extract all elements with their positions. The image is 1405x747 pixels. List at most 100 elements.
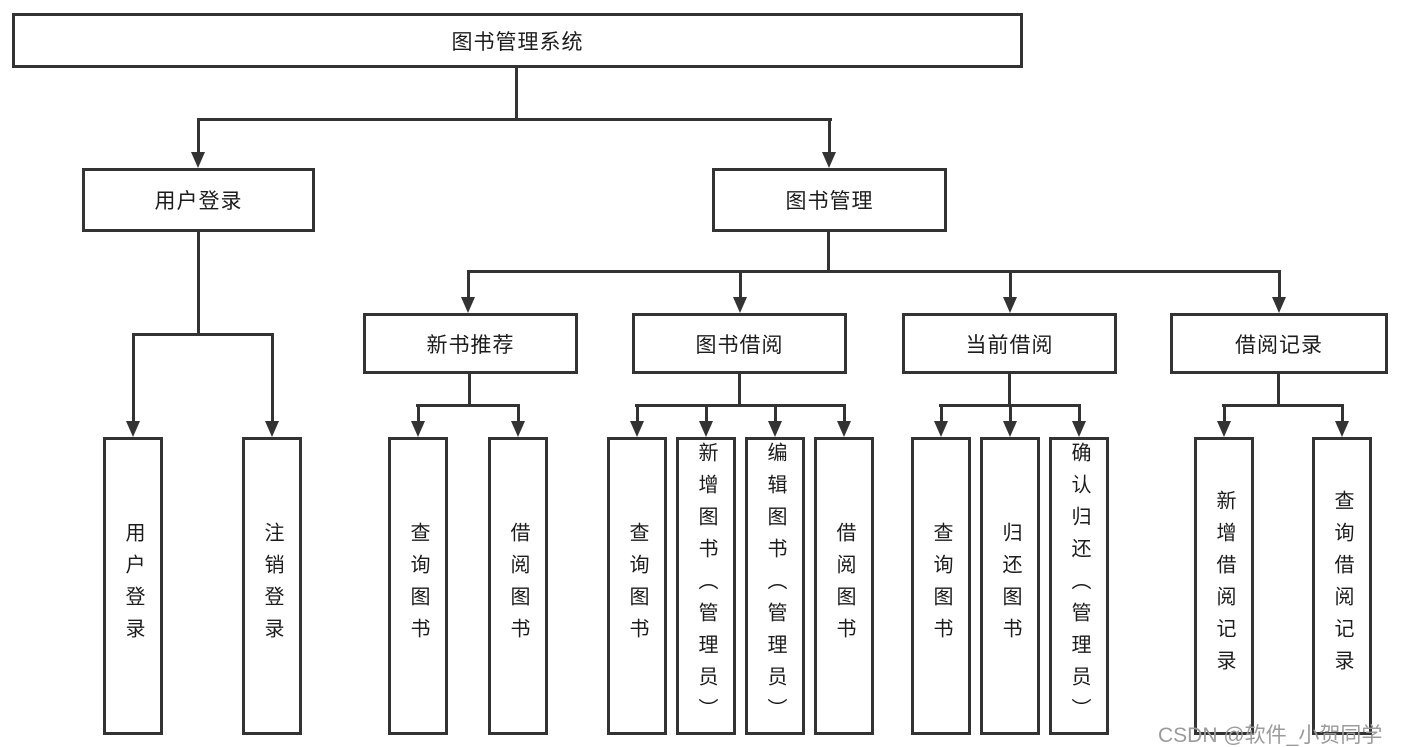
arrow-head-icon (1335, 421, 1349, 437)
leaf-nb-search-books-label: 查询图书 (407, 522, 429, 650)
arrow-head-icon (733, 297, 747, 313)
connector-borrow-records-rail (1222, 404, 1344, 407)
arrow-head-icon (461, 297, 475, 313)
arrow-head-icon (265, 421, 279, 437)
arrow-stem (1222, 407, 1226, 421)
arrow-to-leaf-user-login (126, 336, 140, 437)
node-book-mgmt-label: 图书管理 (785, 190, 874, 213)
arrow-to-bb-search (630, 407, 644, 437)
leaf-logout: 注销登录 (242, 437, 302, 735)
arrow-head-icon (934, 421, 948, 437)
connector-book-mgmt-rail (467, 270, 1281, 273)
arrow-stem (773, 407, 777, 421)
arrow-to-user-login (191, 121, 205, 168)
arrow-stem (1340, 407, 1344, 421)
leaf-br-search-record-label: 查询借阅记录 (1331, 490, 1353, 682)
leaf-bb-add-books-admin-label: 新增图书（管理员） (695, 442, 717, 730)
arrow-stem (1008, 407, 1012, 421)
leaf-cb-confirm-return-admin: 确认归还（管理员） (1049, 437, 1109, 735)
arrow-stem (704, 407, 708, 421)
arrow-to-new-books (461, 273, 475, 313)
arrow-stem (1277, 273, 1281, 297)
node-new-books-label: 新书推荐 (426, 333, 515, 357)
arrow-to-cb-return (1003, 407, 1017, 437)
arrow-stem (1077, 407, 1081, 421)
node-current-borrow: 当前借阅 (902, 313, 1117, 374)
arrow-stem (635, 407, 639, 421)
node-borrow-records: 借阅记录 (1170, 313, 1388, 374)
arrow-stem (270, 336, 274, 421)
leaf-bb-search-books-label: 查询图书 (626, 522, 648, 650)
leaf-bb-edit-books-admin-label: 编辑图书（管理员） (764, 442, 786, 730)
leaf-bb-borrow-books-label: 借阅图书 (833, 522, 855, 650)
connector-user-login-rail (132, 333, 274, 336)
connector-root-stem (515, 68, 518, 121)
leaf-nb-borrow-books: 借阅图书 (488, 437, 548, 735)
arrow-stem (516, 407, 520, 421)
node-book-borrow: 图书借阅 (632, 313, 847, 374)
arrow-to-cb-confirm (1072, 407, 1086, 437)
arrow-head-icon (126, 421, 140, 437)
watermark: CSDN @软件_小贺同学 (1158, 724, 1383, 747)
node-borrow-records-label: 借阅记录 (1235, 333, 1323, 357)
arrow-head-icon (411, 421, 425, 437)
arrow-head-icon (630, 421, 644, 437)
leaf-logout-label: 注销登录 (261, 522, 283, 650)
arrow-head-icon (1003, 421, 1017, 437)
node-root-library-system: 图书管理系统 (12, 13, 1023, 68)
arrow-to-br-search (1335, 407, 1349, 437)
arrow-to-book-borrow (733, 273, 747, 313)
arrow-to-nb-search (411, 407, 425, 437)
arrow-head-icon (1272, 297, 1286, 313)
leaf-bb-search-books: 查询图书 (607, 437, 667, 735)
arrow-to-br-add (1217, 407, 1231, 437)
leaf-user-login: 用户登录 (103, 437, 163, 735)
connector-book-borrow-stem (738, 374, 741, 406)
leaf-cb-confirm-return-admin-label: 确认归还（管理员） (1068, 442, 1090, 730)
arrow-stem (939, 407, 943, 421)
arrow-stem (196, 121, 200, 152)
node-user-login: 用户登录 (82, 168, 315, 232)
node-book-mgmt: 图书管理 (712, 168, 947, 232)
connector-new-books-stem (468, 374, 471, 406)
arrow-stem (1008, 273, 1012, 297)
arrow-stem (842, 407, 846, 421)
arrow-head-icon (768, 421, 782, 437)
connector-borrow-records-stem (1277, 374, 1280, 406)
arrow-to-book-mgmt (822, 121, 836, 168)
node-user-login-label: 用户登录 (154, 190, 243, 213)
arrow-head-icon (191, 152, 205, 168)
leaf-br-add-record-label: 新增借阅记录 (1213, 490, 1235, 682)
leaf-user-login-label: 用户登录 (122, 522, 144, 650)
arrow-to-cb-search (934, 407, 948, 437)
arrow-stem (466, 273, 470, 297)
connector-current-borrow-rail (939, 404, 1081, 407)
connector-current-borrow-stem (1008, 374, 1011, 406)
arrow-head-icon (822, 152, 836, 168)
leaf-cb-return-books: 归还图书 (980, 437, 1040, 735)
node-current-borrow-label: 当前借阅 (965, 333, 1054, 357)
arrow-head-icon (1003, 297, 1017, 313)
leaf-cb-search-books: 查询图书 (911, 437, 971, 735)
leaf-br-search-record: 查询借阅记录 (1312, 437, 1372, 735)
leaf-cb-return-books-label: 归还图书 (999, 522, 1021, 650)
arrow-to-bb-add (699, 407, 713, 437)
arrow-head-icon (1217, 421, 1231, 437)
leaf-bb-edit-books-admin: 编辑图书（管理员） (745, 437, 805, 735)
connector-user-login-stem (197, 232, 200, 336)
connector-book-borrow-rail (635, 404, 846, 407)
arrow-stem (131, 336, 135, 421)
leaf-bb-add-books-admin: 新增图书（管理员） (676, 437, 736, 735)
connector-book-mgmt-stem (827, 232, 830, 273)
arrow-to-bb-borrow (837, 407, 851, 437)
arrow-head-icon (511, 421, 525, 437)
connector-root-rail (197, 118, 832, 121)
arrow-to-bb-edit (768, 407, 782, 437)
leaf-bb-borrow-books: 借阅图书 (814, 437, 874, 735)
node-new-books: 新书推荐 (363, 313, 578, 374)
leaf-nb-search-books: 查询图书 (388, 437, 448, 735)
node-book-borrow-label: 图书借阅 (695, 333, 784, 357)
leaf-cb-search-books-label: 查询图书 (930, 522, 952, 650)
arrow-to-borrow-records (1272, 273, 1286, 313)
